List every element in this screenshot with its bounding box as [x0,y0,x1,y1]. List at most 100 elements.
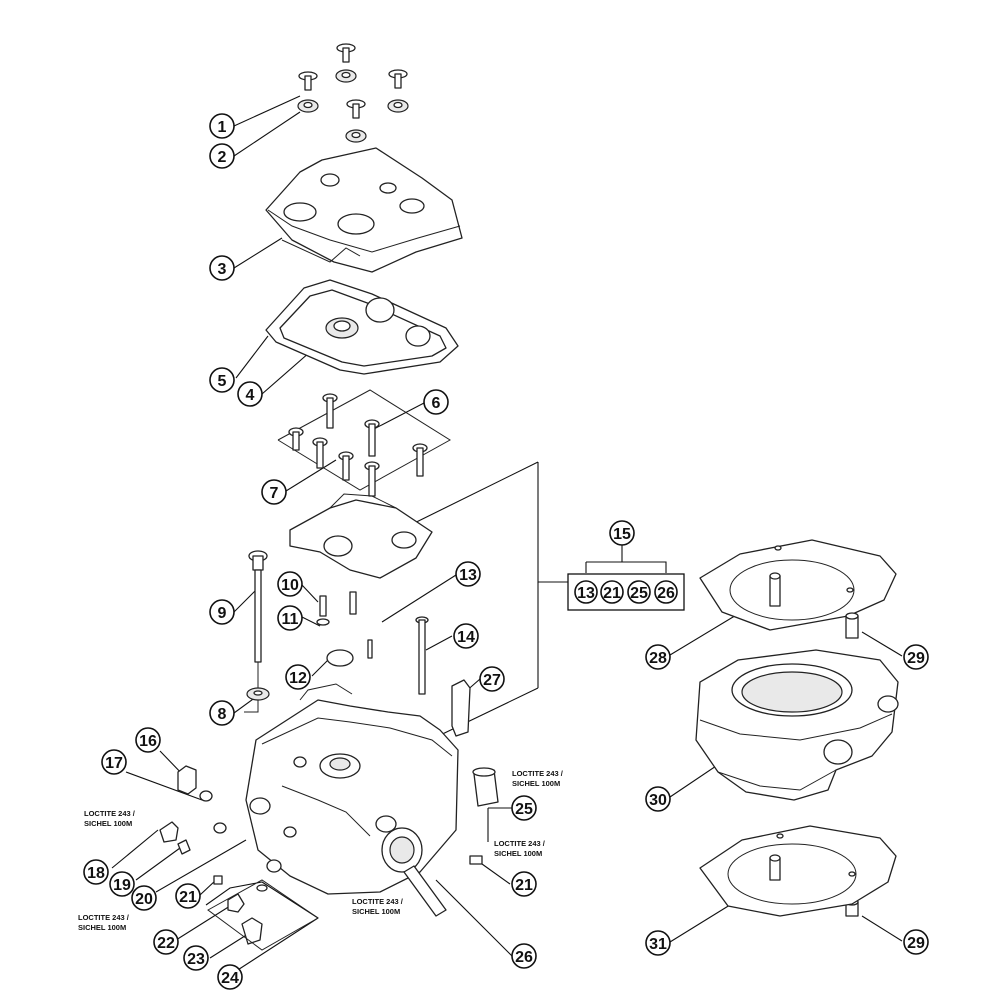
part-callout-16[interactable]: 16 [135,727,161,753]
side-fittings [159,765,319,951]
svg-text:5: 5 [218,373,227,390]
part-callout-17[interactable]: 17 [101,749,127,775]
part-callout-19[interactable]: 19 [109,871,135,897]
kit-item-callout[interactable]: 13 [574,580,598,604]
part-callout-13[interactable]: 13 [455,561,481,587]
svg-text:30: 30 [649,792,667,809]
kit-item-callout[interactable]: 25 [627,580,651,604]
svg-text:28: 28 [649,650,667,667]
part-callout-5[interactable]: 5 [209,367,235,393]
svg-text:29: 29 [907,650,925,667]
loctite-note-25: LOCTITE 243 / SICHEL 100M [512,769,564,788]
svg-text:22: 22 [157,935,175,952]
svg-text:LOCTITE 243 /: LOCTITE 243 / [78,913,130,922]
part-callout-1[interactable]: 1 [209,113,235,139]
svg-text:15: 15 [613,526,631,543]
kit-item-callout[interactable]: 26 [654,580,678,604]
svg-text:29: 29 [907,935,925,952]
part-callout-21-left[interactable]: 21 [175,883,201,909]
svg-text:27: 27 [483,672,501,689]
cylinder-base-gasket-top [699,539,897,631]
svg-text:10: 10 [281,577,299,594]
camshaft-bridge [289,493,433,579]
svg-text:SICHEL 100M: SICHEL 100M [78,923,126,932]
svg-text:24: 24 [221,970,239,987]
part-callout-8[interactable]: 8 [209,700,235,726]
valve-cover-gasket [265,279,459,375]
part-callout-10[interactable]: 10 [277,571,303,597]
part-callout-30[interactable]: 30 [645,786,671,812]
loctite-note-21: LOCTITE 243 / SICHEL 100M [494,839,546,858]
svg-text:16: 16 [139,733,157,750]
svg-text:21: 21 [179,889,197,906]
long-bolt [246,550,270,701]
part-callout-18[interactable]: 18 [83,859,109,885]
loctite-note-18: LOCTITE 243 / SICHEL 100M [84,809,136,828]
part-callout-31[interactable]: 31 [645,930,671,956]
part-callout-6[interactable]: 6 [423,389,449,415]
svg-text:25: 25 [515,801,533,818]
part-callout-28[interactable]: 28 [645,644,671,670]
part-callout-9[interactable]: 9 [209,599,235,625]
svg-text:9: 9 [218,605,227,622]
svg-text:21: 21 [603,585,621,602]
svg-text:25: 25 [630,585,648,602]
part-callout-23[interactable]: 23 [183,945,209,971]
svg-text:SICHEL 100M: SICHEL 100M [352,907,400,916]
part-callout-11[interactable]: 11 [277,605,303,631]
svg-text:SICHEL 100M: SICHEL 100M [512,779,560,788]
loctite-note-26: LOCTITE 243 / SICHEL 100M [352,897,404,916]
svg-text:17: 17 [105,755,123,772]
svg-text:LOCTITE 243 /: LOCTITE 243 / [494,839,546,848]
svg-text:6: 6 [432,395,441,412]
svg-text:14: 14 [457,629,475,646]
part-callout-7[interactable]: 7 [261,479,287,505]
svg-text:19: 19 [113,877,131,894]
loctite-note-22: LOCTITE 243 / SICHEL 100M [78,913,130,932]
part-callout-20[interactable]: 20 [131,885,157,911]
svg-text:18: 18 [87,865,105,882]
valve-cover-screws [297,43,409,143]
valve-cover [265,147,463,273]
svg-text:LOCTITE 243 /: LOCTITE 243 / [84,809,136,818]
svg-text:26: 26 [515,949,533,966]
svg-text:20: 20 [135,891,153,908]
part-callout-3[interactable]: 3 [209,255,235,281]
part-callout-26[interactable]: 26 [511,943,537,969]
svg-text:2: 2 [218,149,227,166]
part-callout-4[interactable]: 4 [237,381,263,407]
part-callout-12[interactable]: 12 [285,664,311,690]
svg-text:13: 13 [459,567,477,584]
cylinder-base-gasket-bottom [699,825,897,917]
svg-text:13: 13 [577,585,595,602]
part-callout-2[interactable]: 2 [209,143,235,169]
part-callout-22[interactable]: 22 [153,929,179,955]
svg-text:SICHEL 100M: SICHEL 100M [84,819,132,828]
part-callout-14[interactable]: 14 [453,623,479,649]
svg-text:26: 26 [657,585,675,602]
svg-text:7: 7 [270,485,279,502]
part-callout-29-bottom[interactable]: 29 [903,929,929,955]
part-callout-27[interactable]: 27 [479,666,505,692]
cylinder-head [245,683,459,895]
small-head-parts [316,591,471,737]
svg-text:4: 4 [246,387,255,404]
right-fittings [403,767,499,917]
part-callout-25[interactable]: 25 [511,795,537,821]
cylinder [695,649,899,801]
svg-text:LOCTITE 243 /: LOCTITE 243 / [512,769,564,778]
part-callout-29-top[interactable]: 29 [903,644,929,670]
svg-text:12: 12 [289,670,307,687]
part-callout-15[interactable]: 15 [609,520,635,546]
part-callout-21-right[interactable]: 21 [511,871,537,897]
svg-text:31: 31 [649,936,667,953]
svg-text:SICHEL 100M: SICHEL 100M [494,849,542,858]
kit-item-callout[interactable]: 21 [600,580,624,604]
svg-text:23: 23 [187,951,205,968]
svg-text:11: 11 [282,611,299,628]
svg-text:1: 1 [218,119,227,136]
svg-text:21: 21 [515,877,533,894]
part-callout-24[interactable]: 24 [217,964,243,990]
svg-text:8: 8 [218,706,227,723]
